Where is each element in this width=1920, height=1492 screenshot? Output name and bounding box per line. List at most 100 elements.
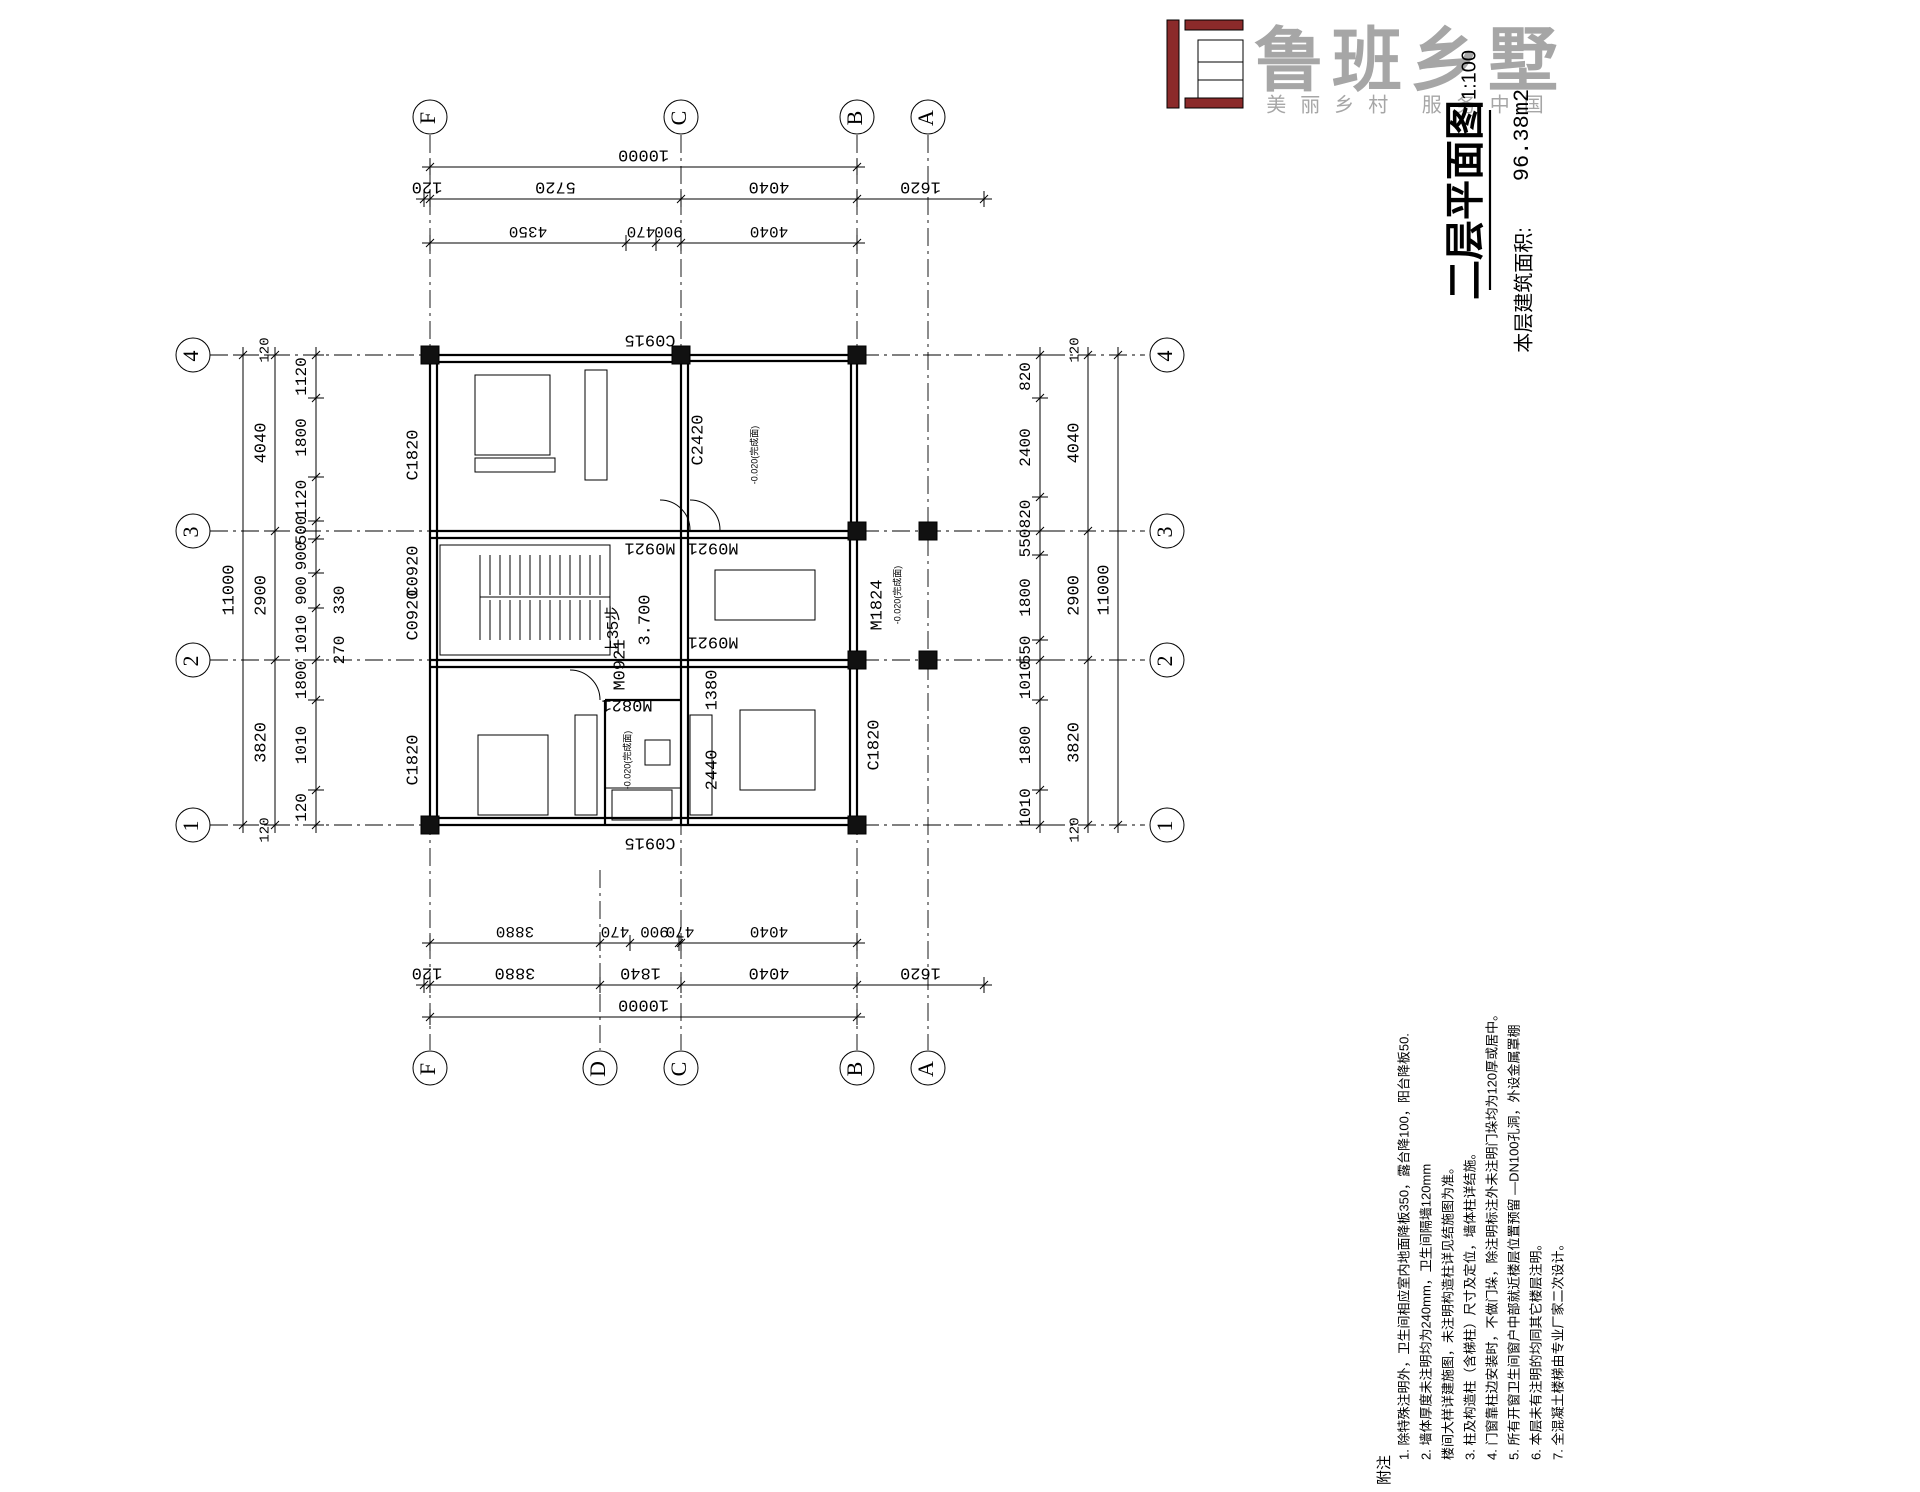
door-label: M0821: [601, 695, 652, 714]
bed-end-bench: [474, 457, 556, 473]
note-item: 楼间大样详建施图，未注明构造柱详见结施图为准。: [1440, 1161, 1455, 1460]
axis-bubble-left-3-circle: [175, 513, 211, 549]
dim-top-row1-slash: [425, 194, 435, 204]
dim-right-detail-text: 550: [1017, 636, 1035, 665]
axis-bubble-left-2: 2: [178, 656, 203, 667]
door-label: M0921: [624, 538, 675, 557]
door-swing: [689, 499, 721, 531]
dim-top-row1-text: 1620: [900, 177, 941, 196]
note-item: 3. 柱及构造柱（含梯柱）尺寸及定位，墙体柱详结施。: [1462, 1147, 1477, 1460]
dim-top-total-slash: [852, 162, 862, 172]
axis-bubble-bottom-D-circle: [582, 1050, 618, 1086]
axis-bubble-top-B-circle: [839, 99, 875, 135]
axis-bubble-bottom-F: F: [415, 1063, 440, 1075]
axis-bubble-right-2: 2: [1152, 656, 1177, 667]
dim-top-row2-text: 4040: [750, 222, 788, 240]
dim-left-detail-slash: [311, 393, 321, 403]
dim-left-detail-slash: [311, 534, 321, 544]
dim-right-mid-text: 2900: [1065, 575, 1084, 616]
dim-top-row2-text: 470: [627, 222, 656, 240]
dim-bottom-row2-text: 4040: [750, 922, 788, 940]
dim-left-detail-slash: [311, 655, 321, 665]
dim-bottom-row1-slash: [676, 980, 686, 990]
dim-right-mid-slash: [1083, 820, 1093, 830]
dim-left-detail-text: 1800: [293, 418, 311, 456]
dim-left-mid-text: 4040: [252, 423, 271, 464]
dim-right-detail-slash: [1035, 550, 1045, 560]
window-label: C1820: [865, 719, 884, 770]
dim-right-detail-text: 2400: [1017, 428, 1035, 466]
window-label: C2420: [689, 414, 708, 465]
dim-right-total-slash: [1113, 350, 1123, 360]
dim-left-detail-slash: [311, 472, 321, 482]
dim-left-detail-slash: [311, 820, 321, 830]
dim-top-row2-slash: [852, 238, 862, 248]
dim-left-detail-text: 1120: [293, 480, 311, 518]
dim-top-row1-text: 5720: [535, 177, 576, 196]
dim-bottom-row1-slash: [979, 980, 989, 990]
dim-right-detail-text: 1010: [1017, 661, 1035, 699]
axis-bubble-bottom-F-circle: [412, 1050, 448, 1086]
dim-top-total-text: 10000: [618, 145, 669, 164]
axis-bubble-bottom-B: B: [842, 1062, 867, 1077]
axis-bubble-right-1-circle: [1149, 807, 1185, 843]
dim-right-mid-text: 3820: [1065, 722, 1084, 763]
dim-left-total-text: 11000: [220, 564, 239, 615]
axis-bubble-top-F: F: [415, 112, 440, 124]
dim-top-total-slash: [425, 162, 435, 172]
dim-left-detail-text: 1120: [293, 357, 311, 395]
dim-top-row2-slash: [621, 238, 631, 248]
dim-bottom-row1-slash: [419, 980, 429, 990]
dim-right-detail-slash: [1035, 785, 1045, 795]
structural-column: [420, 345, 440, 365]
dim-left-detail-text: 900: [293, 576, 311, 605]
dim-right-detail-slash: [1035, 393, 1045, 403]
dim-bottom-total-slash: [852, 1012, 862, 1022]
wardrobe: [584, 369, 608, 481]
elevation-mark: -0.020(完成面): [621, 731, 632, 790]
dim-bottom-row2-slash: [425, 938, 435, 948]
logo-bar-top: [1184, 19, 1244, 31]
wardrobe: [689, 714, 713, 816]
dim-right-detail-slash: [1035, 635, 1045, 645]
dim-bottom-row2-text: 3880: [496, 922, 534, 940]
logo-bar-left: [1166, 19, 1180, 109]
structural-column: [847, 815, 867, 835]
dim-right-detail-slash: [1035, 350, 1045, 360]
axis-bubble-top-A: A: [913, 110, 938, 126]
dim-bottom-row2-text: 470: [666, 922, 695, 940]
door-label: M0921: [687, 632, 738, 651]
stair: [439, 544, 611, 656]
dim-left-detail-slash: [311, 516, 321, 526]
axis-bubble-bottom-B-circle: [839, 1050, 875, 1086]
structural-column: [847, 345, 867, 365]
note-item: 6. 本层未有注明的均同其它楼层注明。: [1528, 1238, 1543, 1460]
area-value: 96.38m2: [1510, 89, 1535, 181]
axis-bubble-right-1: 1: [1152, 821, 1177, 832]
dim-bottom-row2-slash: [595, 938, 605, 948]
bed-bottom-right-room: [739, 709, 816, 791]
dim-top-row2-slash: [651, 238, 661, 248]
dim-left-detail-text: 120: [293, 793, 311, 822]
dim-right-detail-slash: [1035, 655, 1045, 665]
area-label: 本层建筑面积:: [1512, 227, 1535, 353]
axis-bubble-right-3-circle: [1149, 513, 1185, 549]
notes-block: 附注1. 除特殊注明外，卫生间相应室内地面降板350，露台降100，阳台降板50…: [1376, 1008, 1565, 1485]
dim-left-edge: 120: [258, 817, 274, 842]
dim-left-mid-slash: [270, 350, 280, 360]
door-label: M1824: [868, 579, 887, 630]
dim-top-row1-text: 120: [412, 177, 443, 196]
dim-left-detail-slash: [311, 785, 321, 795]
dim-bottom-row2-slash: [676, 938, 686, 948]
logo-box: [1197, 39, 1244, 101]
dim-right-detail-text: 820: [1017, 500, 1035, 529]
logo-brand-text: 鲁班乡墅: [1254, 21, 1566, 99]
axis-bubble-left-2-circle: [175, 642, 211, 678]
logo-bar-bottom: [1184, 97, 1244, 109]
dim-left-detail-text: 500: [293, 516, 311, 545]
dim-top-row1-slash: [979, 194, 989, 204]
dim-left-mid-slash: [270, 526, 280, 536]
dim-right-total-slash: [1113, 820, 1123, 830]
